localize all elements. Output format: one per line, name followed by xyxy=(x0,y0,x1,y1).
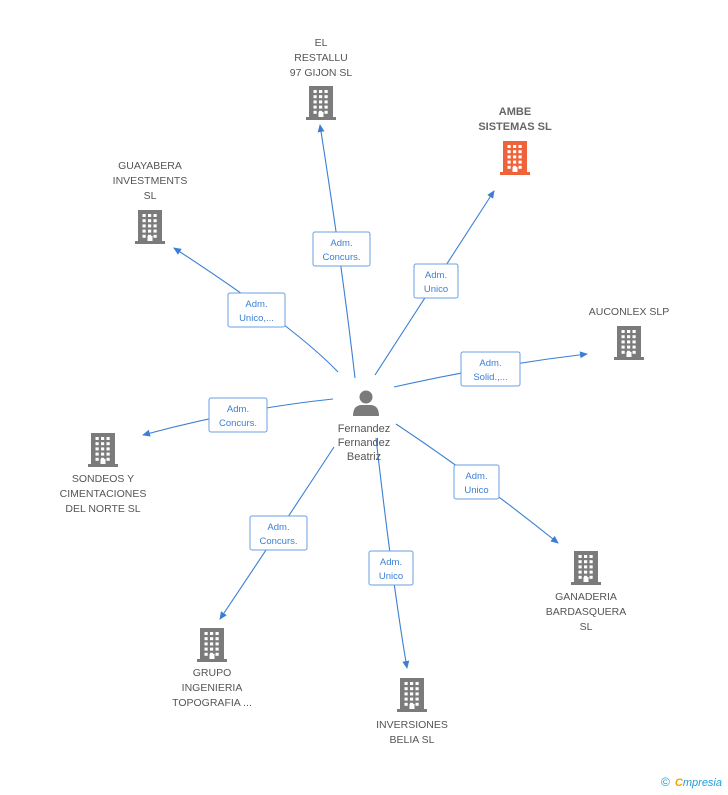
role-badge-inversiones[interactable]: Adm. Unico xyxy=(368,550,414,586)
role-text: Unico xyxy=(379,571,403,582)
company-name: GUAYABERA xyxy=(118,160,182,172)
role-text: Adm. xyxy=(380,557,402,568)
nodes-layer: EL RESTALLU 97 GIJON SL AMBE SISTEMAS SL GUAY… xyxy=(60,37,670,746)
company-name: SISTEMAS SL xyxy=(478,121,552,133)
role-text: Adm. xyxy=(425,270,447,281)
company-node-auconlex[interactable]: AUCONLEX SLP xyxy=(589,306,670,360)
role-text: Concurs. xyxy=(322,252,360,263)
brand-logo-letter: C xyxy=(674,777,683,789)
company-name: SONDEOS Y xyxy=(72,473,134,485)
role-text: Unico xyxy=(464,485,488,496)
company-name: BELIA SL xyxy=(390,734,435,746)
role-text: Adm. xyxy=(245,299,267,310)
role-badge-auconlex[interactable]: Adm. Solid.,... xyxy=(460,351,521,387)
role-badge-guayabera[interactable]: Adm. Unico,... xyxy=(227,292,286,328)
role-badge-el-restallu[interactable]: Adm. Concurs. xyxy=(312,231,371,267)
role-text: Adm. xyxy=(267,522,289,533)
copyright-icon: © xyxy=(661,775,670,789)
company-node-inversiones[interactable]: INVERSIONES BELIA SL xyxy=(376,678,448,746)
company-node-ambe[interactable]: AMBE SISTEMAS SL xyxy=(478,106,552,175)
company-name: INGENIERIA xyxy=(182,682,243,694)
company-node-guayabera[interactable]: GUAYABERA INVESTMENTS SL xyxy=(113,160,188,244)
building-icon[interactable] xyxy=(135,210,165,244)
role-text: Adm. xyxy=(330,238,352,249)
company-name: AMBE xyxy=(499,106,531,118)
role-text: Unico xyxy=(424,284,448,295)
brand-logo-text: mpresia xyxy=(682,777,722,789)
building-icon[interactable] xyxy=(500,141,530,175)
company-name: CIMENTACIONES xyxy=(60,488,147,500)
company-name: GRUPO xyxy=(193,667,232,679)
role-badge-sondeos[interactable]: Adm. Concurs. xyxy=(208,397,268,433)
role-text: Adm. xyxy=(465,471,487,482)
person-name: Fernandez xyxy=(338,423,391,435)
company-node-el-restallu[interactable]: EL RESTALLU 97 GIJON SL xyxy=(290,37,353,120)
company-name: INVERSIONES xyxy=(376,719,448,731)
person-name: Beatriz xyxy=(347,451,381,463)
company-name: RESTALLU xyxy=(294,52,348,64)
company-name: DEL NORTE SL xyxy=(65,503,140,515)
company-name: 97 GIJON SL xyxy=(290,67,353,79)
role-badge-ganaderia[interactable]: Adm. Unico xyxy=(453,464,500,500)
building-icon[interactable] xyxy=(306,86,336,120)
role-text: Adm. xyxy=(227,404,249,415)
building-icon[interactable] xyxy=(614,326,644,360)
company-name: SL xyxy=(144,190,157,202)
company-name: SL xyxy=(580,621,593,633)
empresia-footer[interactable]: © Cmpresia xyxy=(661,775,722,789)
company-node-ganaderia[interactable]: GANADERIA BARDASQUERA SL xyxy=(546,551,627,633)
role-text: Solid.,... xyxy=(473,372,507,383)
person-icon xyxy=(353,390,379,416)
company-name: BARDASQUERA xyxy=(546,606,627,618)
building-icon[interactable] xyxy=(88,433,118,467)
role-badge-grupo[interactable]: Adm. Concurs. xyxy=(249,515,308,551)
building-icon[interactable] xyxy=(397,678,427,712)
person-name: Fernandez xyxy=(338,437,391,449)
company-name: EL xyxy=(315,37,328,49)
company-name: INVESTMENTS xyxy=(113,175,188,187)
role-text: Adm. xyxy=(479,358,501,369)
edges-layer: Adm.Concurs.Adm.UnicoAdm.Unico,...Adm.So… xyxy=(142,124,588,669)
role-text: Concurs. xyxy=(219,418,257,429)
company-name: TOPOGRAFIA ... xyxy=(172,697,252,709)
role-text: Concurs. xyxy=(259,536,297,547)
role-text: Unico,... xyxy=(239,313,274,324)
company-node-grupo[interactable]: GRUPO INGENIERIA TOPOGRAFIA ... xyxy=(172,628,252,709)
company-name: GANADERIA xyxy=(555,591,617,603)
building-icon[interactable] xyxy=(571,551,601,585)
role-badge-ambe[interactable]: Adm. Unico xyxy=(413,263,459,299)
company-name: AUCONLEX SLP xyxy=(589,306,670,318)
building-icon[interactable] xyxy=(197,628,227,662)
company-node-sondeos[interactable]: SONDEOS Y CIMENTACIONES DEL NORTE SL xyxy=(60,433,147,515)
